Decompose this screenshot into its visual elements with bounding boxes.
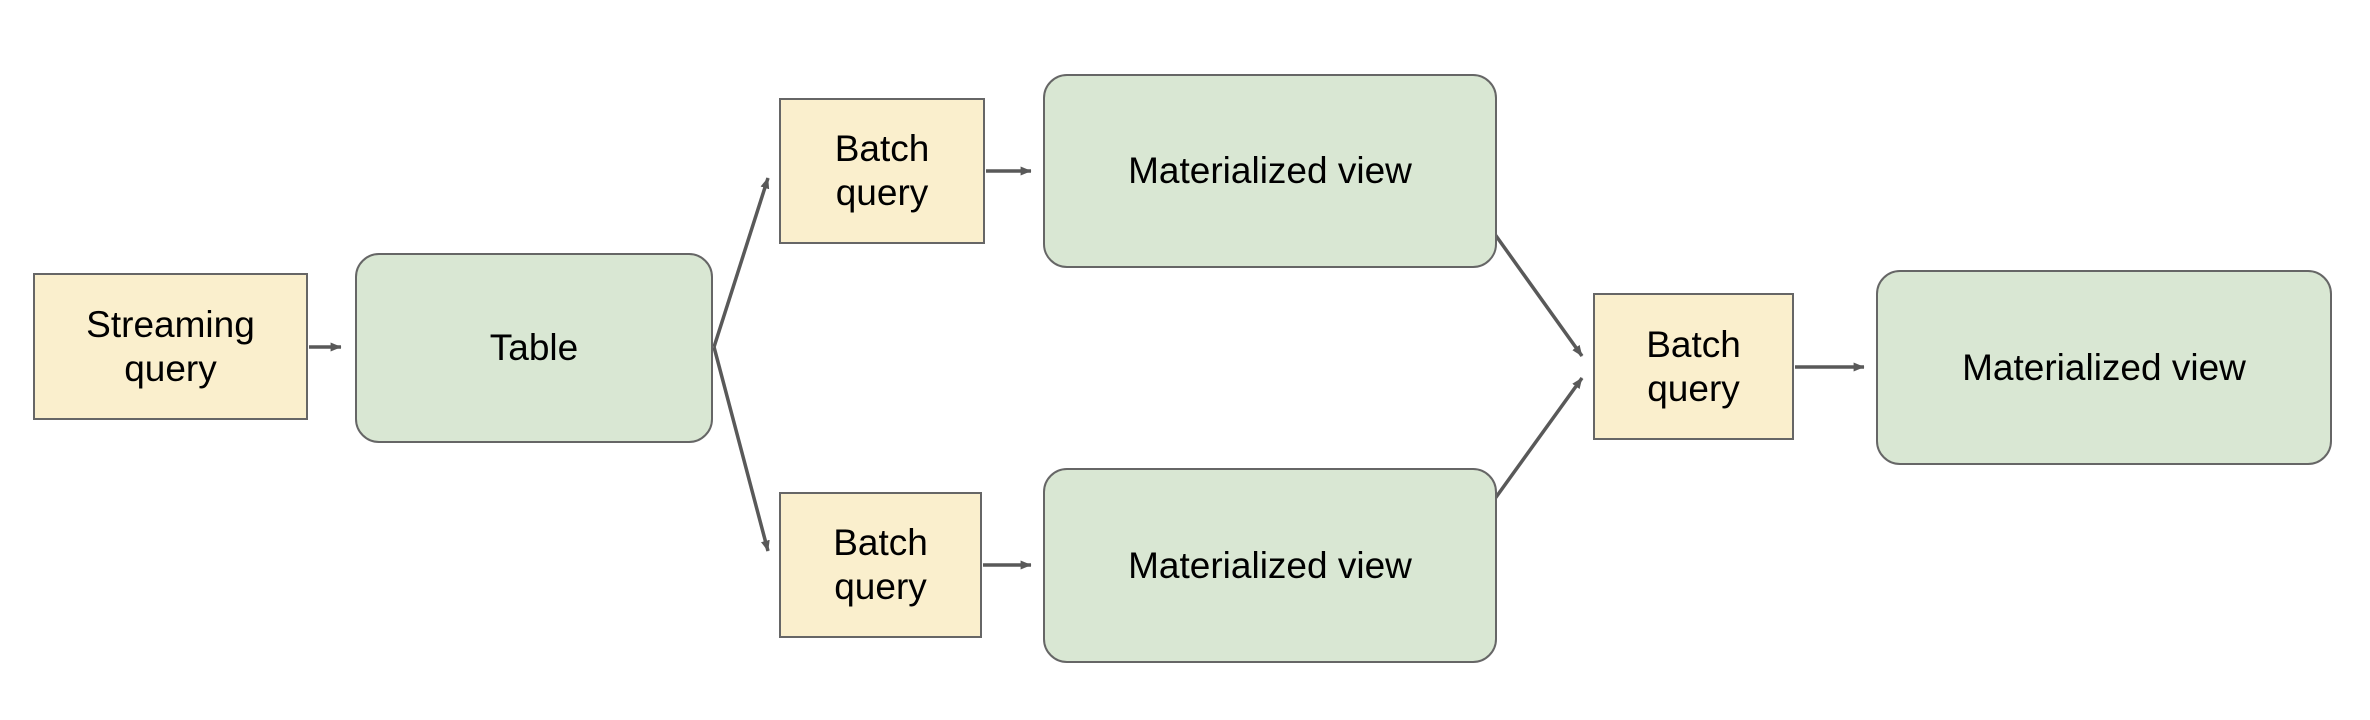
node-batch-query-final[interactable]: Batch query <box>1593 293 1794 440</box>
edge-materialized-view-top-to-batch-query-final <box>1492 231 1584 358</box>
edge-table-to-batch-query-top <box>712 177 770 348</box>
node-table[interactable]: Table <box>355 253 713 443</box>
node-batch-query-bottom[interactable]: Batch query <box>779 492 982 638</box>
node-streaming-query[interactable]: Streaming query <box>33 273 308 420</box>
edge-materialized-view-bottom-to-batch-query-final <box>1492 376 1584 502</box>
edge-table-to-batch-query-bottom <box>712 346 770 552</box>
node-materialized-view-final[interactable]: Materialized view <box>1876 270 2332 465</box>
node-materialized-view-top[interactable]: Materialized view <box>1043 74 1497 268</box>
node-materialized-view-bottom[interactable]: Materialized view <box>1043 468 1497 663</box>
node-batch-query-top[interactable]: Batch query <box>779 98 985 244</box>
